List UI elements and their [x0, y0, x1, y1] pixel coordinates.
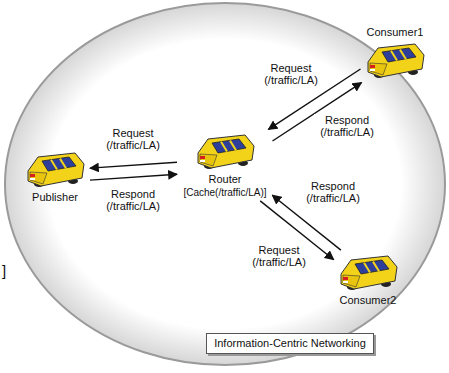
car-icon — [341, 256, 397, 290]
car-icon — [198, 135, 254, 169]
node-label: Information-Centric Networking — [214, 337, 366, 350]
vehicle-node: Router[Cache(/traffic/LA)] — [180, 131, 270, 199]
edge-label: Request (/traffic/LA) — [246, 244, 312, 268]
edge-label: Request (/traffic/LA) — [258, 62, 324, 86]
message-arrow — [90, 162, 177, 168]
message-arrow — [90, 174, 177, 180]
stray-text: ] — [2, 262, 6, 279]
car-icon — [28, 153, 84, 187]
vehicle-node: Consumer2 — [336, 252, 400, 307]
edge-label: Respond (/traffic/LA) — [300, 180, 366, 204]
edge-label: Request (/traffic/LA) — [100, 127, 166, 151]
node-label: Consumer2 — [336, 294, 400, 307]
car-icon — [368, 44, 424, 78]
edge-label: Respond (/traffic/LA) — [314, 114, 380, 138]
caption-box: Information-Centric Networking — [206, 333, 374, 354]
network-region — [5, 3, 445, 365]
edge-label: Respond (/traffic/LA) — [100, 188, 166, 212]
node-label: Router — [180, 173, 270, 186]
cache-label: [Cache(/traffic/LA)] — [180, 186, 270, 199]
node-label: Consumer1 — [363, 26, 427, 39]
vehicle-node: Consumer1 — [363, 26, 427, 81]
node-label: Publisher — [23, 191, 87, 204]
vehicle-node: Publisher — [23, 149, 87, 204]
